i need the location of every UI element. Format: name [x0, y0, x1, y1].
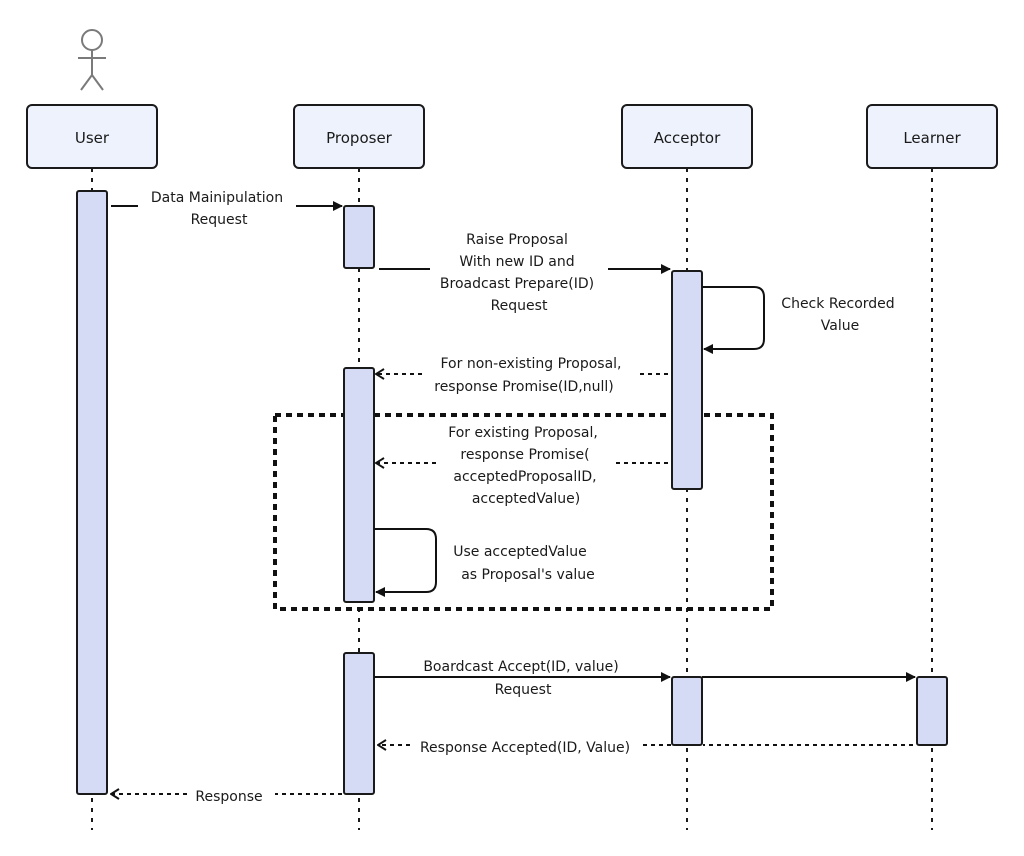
alt-fragment-frame	[273, 413, 774, 611]
participant-acceptor: Acceptor	[621, 104, 753, 169]
message-label-line: acceptedProposalID,	[453, 469, 596, 485]
message-label-line: Response Accepted(ID, Value)	[420, 740, 630, 756]
message-label-line: Boardcast Accept(ID, value)	[423, 659, 618, 675]
message-label-line: Broadcast Prepare(ID)	[440, 276, 594, 292]
proposer-activation-3	[343, 652, 375, 795]
acceptor-activation-1	[671, 270, 703, 490]
proposer-activation-2	[343, 367, 375, 603]
message-label-line: Response	[195, 789, 262, 805]
message-data-manipulation-request: Data Mainipulation Request	[111, 190, 343, 228]
message-promise-accepted: For existing Proposal, response Promise(…	[376, 425, 668, 507]
message-label-line: Raise Proposal	[466, 232, 568, 248]
message-label-line: Request	[491, 298, 548, 314]
acceptor-activation-2	[671, 676, 703, 746]
message-label-line: Request	[495, 682, 552, 698]
message-check-recorded-value: Check Recorded Value	[702, 286, 895, 354]
participant-learner-label: Learner	[903, 129, 961, 147]
message-label-line: as Proposal's value	[461, 567, 595, 583]
participant-user: User	[26, 104, 158, 169]
participant-proposer-label: Proposer	[326, 129, 393, 147]
user-activation	[76, 190, 108, 795]
learner-activation	[916, 676, 948, 746]
participant-proposer: Proposer	[293, 104, 425, 169]
message-label-line: With new ID and	[459, 254, 574, 270]
participant-learner: Learner	[866, 104, 998, 169]
message-raise-proposal: Raise Proposal With new ID and Broadcast…	[379, 232, 671, 314]
message-label-line: For existing Proposal,	[448, 425, 598, 441]
participant-acceptor-label: Acceptor	[654, 129, 721, 147]
message-label-line: response Promise(ID,null)	[434, 379, 614, 395]
message-label-line: Check Recorded	[781, 296, 894, 312]
message-label-line: Value	[821, 318, 859, 334]
proposer-activation-1	[343, 205, 375, 269]
message-response: Response	[111, 789, 342, 805]
message-label-line: For non-existing Proposal,	[441, 356, 622, 372]
message-label-line: response Promise(	[460, 447, 589, 463]
message-response-accepted: Response Accepted(ID, Value)	[378, 740, 913, 756]
message-promise-null: For non-existing Proposal, response Prom…	[376, 356, 668, 395]
message-label-line: Request	[191, 212, 248, 228]
message-broadcast-accept: Boardcast Accept(ID, value) Request	[374, 659, 916, 698]
message-label-line: Data Mainipulation	[151, 190, 283, 206]
message-label-line: Use acceptedValue	[453, 544, 587, 560]
user-actor-icon	[78, 29, 106, 91]
participant-user-label: User	[75, 129, 110, 147]
message-label-line: acceptedValue)	[472, 491, 580, 507]
message-use-accepted-value: Use acceptedValue as Proposal's value	[374, 528, 595, 597]
